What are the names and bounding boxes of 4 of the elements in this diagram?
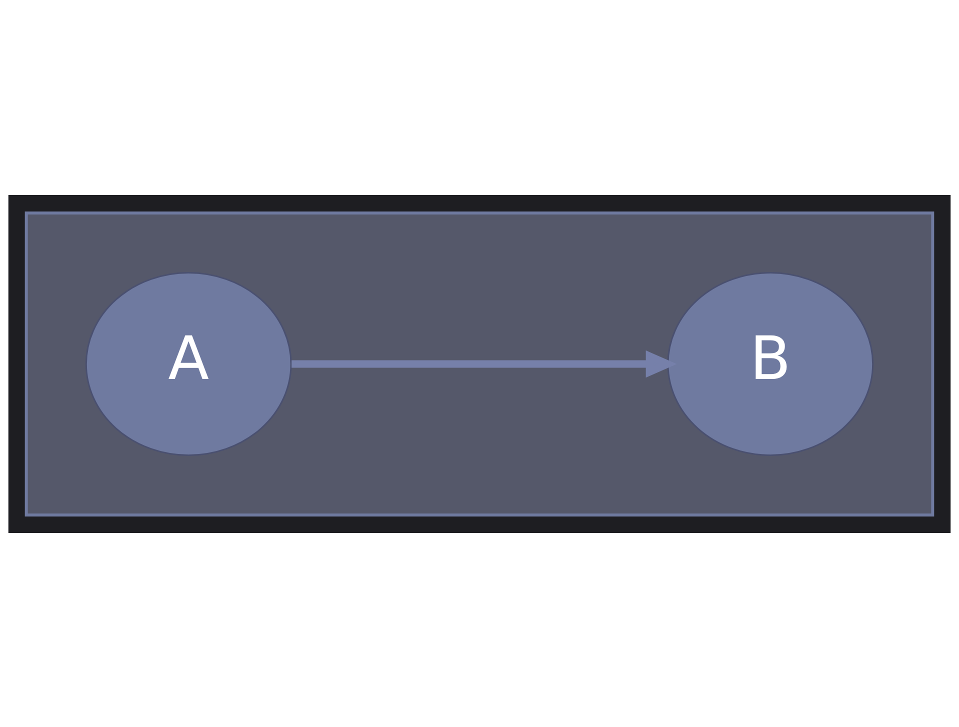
arrow <box>292 350 677 378</box>
node-ellipse: A <box>85 272 292 456</box>
node-ellipse: B <box>667 272 874 456</box>
cluster <box>24 210 934 516</box>
